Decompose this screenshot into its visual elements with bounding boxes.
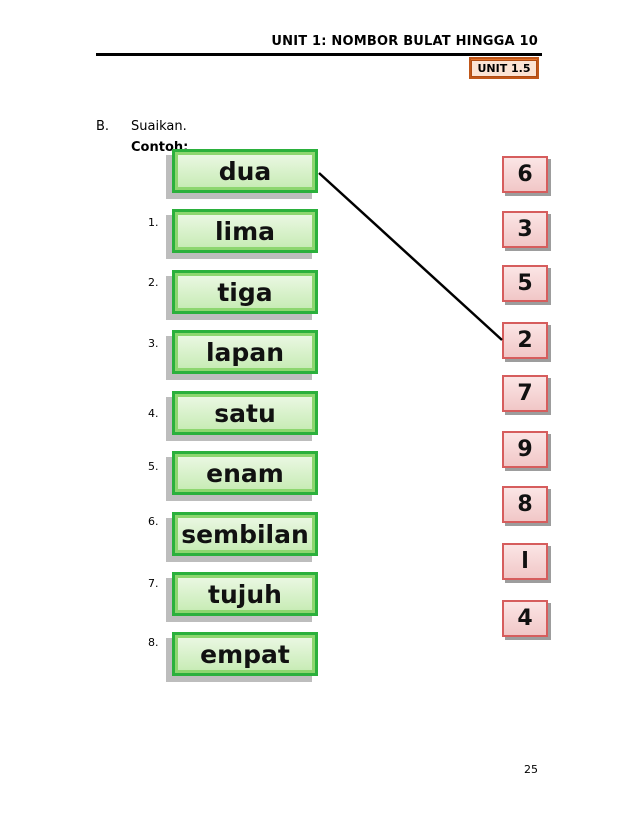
item-number: 6. xyxy=(148,515,159,528)
number-box[interactable]: l xyxy=(502,543,548,580)
number-label: 6 xyxy=(517,162,533,187)
word-label: enam xyxy=(206,458,284,488)
word-label: empat xyxy=(200,639,290,669)
number-label: l xyxy=(521,549,529,574)
word-label: sembilan xyxy=(181,519,309,549)
number-box[interactable]: 5 xyxy=(502,265,548,302)
number-box[interactable]: 3 xyxy=(502,211,548,248)
word-box[interactable]: tiga xyxy=(172,270,318,314)
header-rule xyxy=(96,53,542,56)
word-label: lapan xyxy=(205,337,284,367)
word-box-example[interactable]: dua xyxy=(172,149,318,193)
item-number: 2. xyxy=(148,276,159,289)
word-label: dua xyxy=(218,156,272,186)
section-letter: B. xyxy=(96,119,110,134)
word-label: tiga xyxy=(217,277,273,307)
number-label: 3 xyxy=(517,217,533,242)
unit-badge: UNIT 1.5 xyxy=(469,57,539,79)
word-label: satu xyxy=(214,398,276,428)
number-box[interactable]: 2 xyxy=(502,322,548,359)
number-label: 7 xyxy=(517,381,533,406)
page-number: 25 xyxy=(524,763,538,776)
number-box[interactable]: 8 xyxy=(502,486,548,523)
unit-badge-label: UNIT 1.5 xyxy=(471,59,537,77)
item-number: 8. xyxy=(148,636,159,649)
number-label: 5 xyxy=(517,271,533,296)
word-box[interactable]: lapan xyxy=(172,330,318,374)
word-box[interactable]: satu xyxy=(172,391,318,435)
unit-title: UNIT 1: NOMBOR BULAT HINGGA 10 xyxy=(271,34,538,49)
item-number: 4. xyxy=(148,407,159,420)
number-box[interactable]: 4 xyxy=(502,600,548,637)
item-number: 7. xyxy=(148,577,159,590)
word-box[interactable]: empat xyxy=(172,632,318,676)
item-number: 3. xyxy=(148,337,159,350)
word-box[interactable]: lima xyxy=(172,209,318,253)
number-box[interactable]: 7 xyxy=(502,375,548,412)
number-label: 4 xyxy=(517,606,533,631)
number-label: 8 xyxy=(517,492,533,517)
word-box[interactable]: sembilan xyxy=(172,512,318,556)
word-box[interactable]: enam xyxy=(172,451,318,495)
item-number: 5. xyxy=(148,460,159,473)
item-number: 1. xyxy=(148,216,159,229)
number-box[interactable]: 6 xyxy=(502,156,548,193)
section-instruction: Suaikan. xyxy=(131,119,187,134)
number-label: 2 xyxy=(517,328,533,353)
number-label: 9 xyxy=(517,437,533,462)
word-label: lima xyxy=(214,216,276,246)
word-label: tujuh xyxy=(208,579,282,609)
number-box[interactable]: 9 xyxy=(502,431,548,468)
word-box[interactable]: tujuh xyxy=(172,572,318,616)
